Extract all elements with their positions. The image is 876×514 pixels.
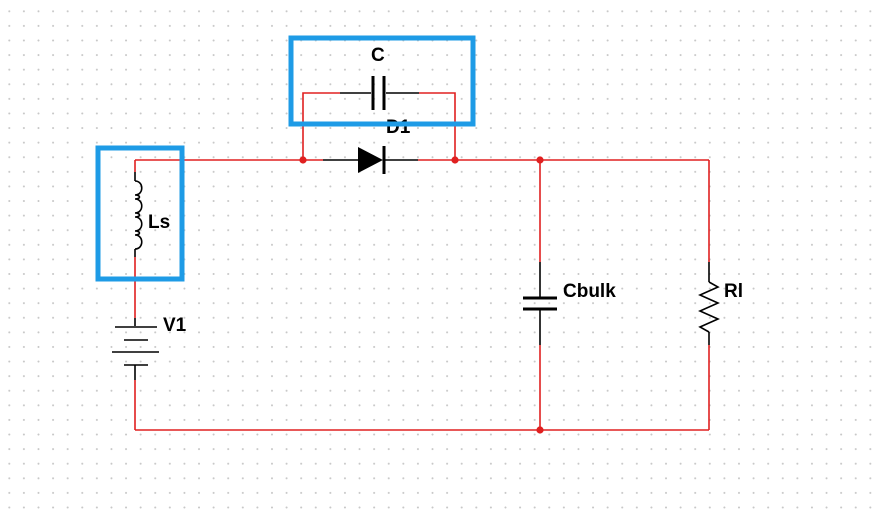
capacitor-c[interactable]: C: [340, 45, 419, 110]
label-cbulk: Cbulk: [563, 281, 616, 302]
highlight-box-c: [288, 35, 476, 127]
wire-c-bypass-left[interactable]: [302, 92, 340, 160]
wires: [134, 92, 710, 431]
inductor-ls[interactable]: Ls: [134, 172, 170, 257]
label-d1: D1: [386, 117, 411, 138]
label-ls: Ls: [148, 212, 170, 233]
resistor-rl[interactable]: Rl: [698, 262, 743, 345]
resistor-zigzag-icon: [698, 281, 720, 333]
junctions: [299, 156, 544, 434]
label-v1: V1: [163, 315, 187, 336]
inductor-coil-icon: [134, 180, 143, 250]
wire-c-bypass-right[interactable]: [419, 92, 456, 160]
junction-dot: [536, 156, 544, 164]
diode-arrow-icon: [358, 147, 383, 173]
label-rl: Rl: [724, 281, 743, 302]
junction-dot: [451, 156, 459, 164]
capacitor-cbulk[interactable]: Cbulk: [523, 262, 616, 345]
label-c: C: [371, 45, 385, 66]
dc-source-v1[interactable]: V1: [112, 315, 187, 380]
junction-dot: [299, 156, 307, 164]
junction-dot: [536, 426, 544, 434]
highlight-box-ls: [95, 145, 185, 282]
